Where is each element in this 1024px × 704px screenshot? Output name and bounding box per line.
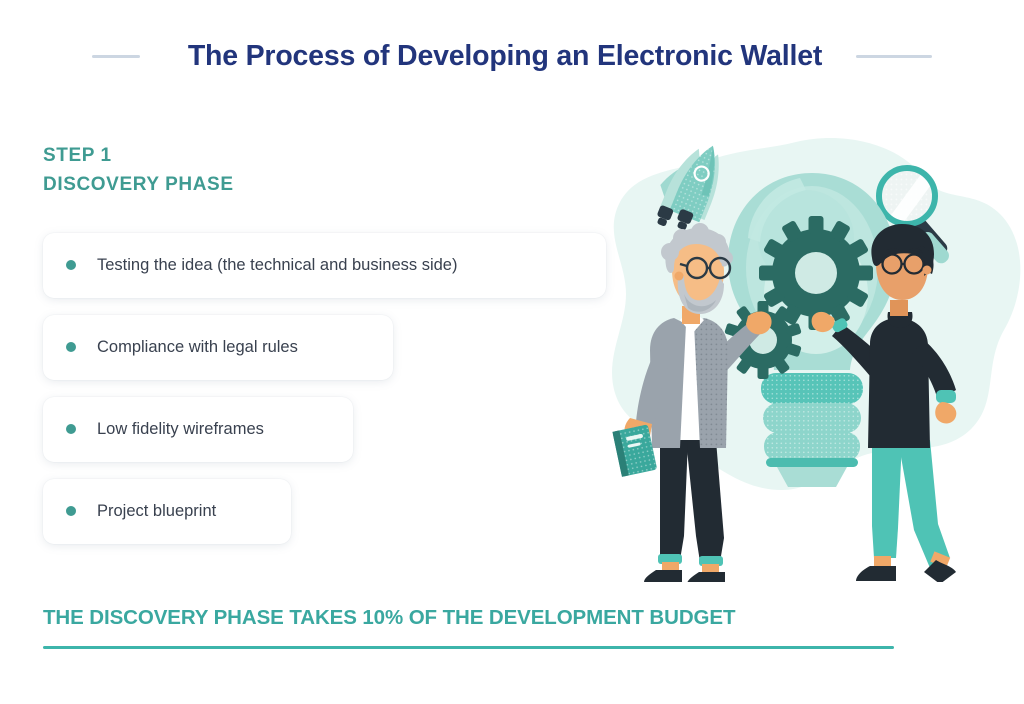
notebook-icon	[612, 424, 657, 477]
bullet-icon	[66, 342, 76, 353]
list-item-label: Low fidelity wireframes	[97, 420, 264, 439]
rocket-icon	[657, 145, 719, 230]
list-item[interactable]: Project blueprint	[43, 478, 291, 544]
magnifier-icon	[876, 165, 949, 264]
deliverables-list: Testing the idea (the technical and busi…	[43, 232, 623, 544]
header-rule-right	[856, 54, 933, 58]
step-content-column: STEP 1 DISCOVERY PHASE Testing the idea …	[43, 141, 623, 544]
list-item-label: Project blueprint	[97, 502, 217, 521]
page-header: The Process of Developing an Electronic …	[0, 0, 1024, 112]
footer-callout: THE DISCOVERY PHASE TAKES 10% OF THE DEV…	[43, 606, 894, 649]
list-item-label: Compliance with legal rules	[97, 338, 298, 357]
person-right	[811, 224, 957, 582]
step-name: DISCOVERY PHASE	[43, 174, 234, 196]
list-item-label: Testing the idea (the technical and busi…	[97, 256, 458, 275]
illustration-svg	[612, 137, 1021, 582]
list-item[interactable]: Low fidelity wireframes	[43, 396, 353, 462]
discovery-illustration	[600, 118, 1024, 582]
gear-large-icon	[759, 216, 873, 330]
bullet-icon	[66, 260, 76, 271]
step-kicker: STEP 1	[43, 145, 112, 166]
footer-text: THE DISCOVERY PHASE TAKES 10% OF THE DEV…	[43, 606, 736, 629]
list-item[interactable]: Compliance with legal rules	[43, 314, 393, 380]
footer-rule	[43, 645, 894, 649]
header-rule-left	[91, 54, 140, 58]
page-title: The Process of Developing an Electronic …	[187, 39, 823, 72]
person-left	[612, 223, 772, 582]
bullet-icon	[66, 506, 76, 517]
bullet-icon	[66, 424, 76, 435]
list-item[interactable]: Testing the idea (the technical and busi…	[43, 232, 606, 298]
